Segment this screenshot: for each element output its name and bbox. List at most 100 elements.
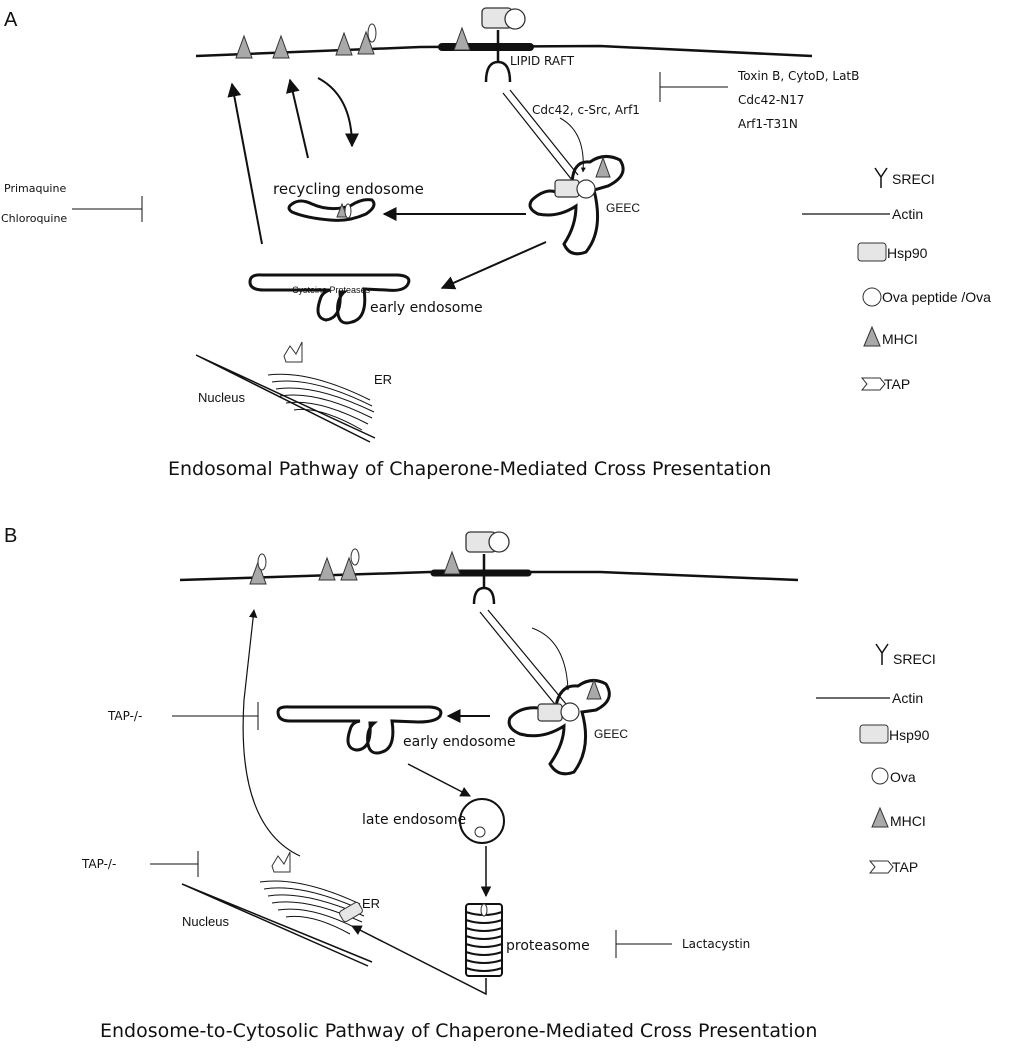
panel-b-title: Endosome-to-Cytosolic Pathway of Chapero… xyxy=(100,1020,817,1042)
inhibitor-toxin-label: Toxin B, CytoD, LatB xyxy=(737,69,859,83)
lactacystin-inhibitor-bar xyxy=(615,930,672,958)
legend-ova-a: Ova peptide /Ova xyxy=(882,289,991,305)
ova-icon xyxy=(576,179,596,199)
tap-inhibitor-bar-2 xyxy=(150,851,199,877)
arrow-up-2 xyxy=(286,78,309,159)
mhci-icon xyxy=(595,156,611,178)
ova-icon xyxy=(862,287,882,307)
nucleus-b xyxy=(181,883,373,967)
tap-inhibitor-label-1: TAP-/- xyxy=(107,709,142,723)
early-endosome-label-a: early endosome xyxy=(370,300,483,316)
legend-mhci-a: MHCI xyxy=(882,331,918,347)
arrow-proteasome-to-er xyxy=(351,925,487,996)
recycling-endosome-label: recycling endosome xyxy=(273,180,424,198)
late-endosome xyxy=(459,798,505,844)
tap-inhibitor-bar-1 xyxy=(172,702,259,730)
mhci-icon xyxy=(871,806,889,828)
mhci-icon xyxy=(272,34,290,59)
ova-icon xyxy=(344,203,352,219)
lactacystin-label: Lactacystin xyxy=(682,937,750,951)
lipid-raft-label: LIPID RAFT xyxy=(510,54,575,68)
geec-compartment-b xyxy=(507,679,611,776)
recycling-endosome xyxy=(287,198,376,222)
arrow-down-curve xyxy=(317,77,359,148)
mediators-label: Cdc42, c-Src, Arf1 xyxy=(532,103,640,117)
panel-a: A LIPID RAFT Toxin B, CytoD, LatB Cdc42-… xyxy=(1,7,991,480)
nucleus-label-b: Nucleus xyxy=(182,914,229,929)
ova-icon xyxy=(257,553,267,571)
legend-b: SRECI Actin Hsp90 Ova MHCI TAP xyxy=(816,643,936,875)
ova-icon xyxy=(871,767,889,785)
tap-inhibitor-label-2: TAP-/- xyxy=(81,857,116,871)
mhci-group-a xyxy=(235,26,471,59)
late-endosome-label: late endosome xyxy=(362,812,466,828)
mhci-icon xyxy=(453,26,471,51)
mediator-arrow xyxy=(559,117,586,173)
hsp90-icon xyxy=(857,242,887,262)
primaquine-inhibitor-bar xyxy=(72,196,143,222)
actin-lines-a xyxy=(502,89,579,181)
ova-icon xyxy=(367,23,377,43)
legend-hsp90-a: Hsp90 xyxy=(887,245,928,261)
mhci-icon xyxy=(235,34,253,59)
mhci-icon xyxy=(318,556,336,581)
tap-icon xyxy=(860,377,886,391)
legend-actin-a: Actin xyxy=(892,206,923,222)
hsp90-icon xyxy=(859,724,889,744)
legend-tap-b: TAP xyxy=(892,859,918,875)
ova-icon xyxy=(504,8,526,30)
inhibitor-arf1-label: Arf1-T31N xyxy=(738,117,798,131)
geec-label-a: GEEC xyxy=(606,201,640,215)
mhci-icon xyxy=(586,678,602,700)
ova-icon xyxy=(488,531,510,553)
legend-ova-b: Ova xyxy=(890,769,916,785)
mhci-icon xyxy=(863,325,881,347)
ova-icon xyxy=(560,702,580,722)
mhci-group-b xyxy=(249,550,461,585)
mhci-icon xyxy=(249,560,267,585)
er-a xyxy=(267,373,375,431)
mhci-icon xyxy=(336,202,348,218)
chloroquine-label: Chloroquine xyxy=(1,212,67,225)
inhibitor-cdc42-label: Cdc42-N17 xyxy=(738,93,804,107)
sreci-icon xyxy=(874,167,888,188)
nucleus-label-a: Nucleus xyxy=(198,390,245,405)
hsp90-icon xyxy=(554,179,580,198)
legend-mhci-b: MHCI xyxy=(890,813,926,829)
legend-sreci-b: SRECI xyxy=(893,651,936,667)
sreci-receptor-icon xyxy=(484,30,512,83)
sreci-receptor-icon xyxy=(472,554,496,605)
sreci-icon xyxy=(875,643,889,665)
panel-a-label: A xyxy=(4,9,18,31)
legend-actin-b: Actin xyxy=(892,690,923,706)
tap-icon xyxy=(868,860,894,874)
arrow-er-to-membrane xyxy=(242,609,301,857)
tap-icon xyxy=(283,341,303,363)
mediator-arrow-b xyxy=(531,627,571,691)
early-endosome-a xyxy=(248,273,411,325)
legend-a: SRECI Actin Hsp90 Ova peptide /Ova MHCI … xyxy=(802,167,991,392)
er-label-a: ER xyxy=(374,372,392,387)
ova-icon xyxy=(474,826,486,838)
early-endosome-b xyxy=(276,705,443,755)
ova-icon xyxy=(350,548,360,566)
mhci-icon xyxy=(335,31,353,56)
arrow-geec-to-early xyxy=(440,241,547,290)
mhci-icon xyxy=(340,556,358,581)
cysteine-proteases-label: Cysteine Proteases xyxy=(292,285,371,295)
hsp90-icon xyxy=(537,703,563,722)
proteasome-label: proteasome xyxy=(506,938,590,954)
arrow-up-1 xyxy=(227,82,263,245)
legend-hsp90-b: Hsp90 xyxy=(889,727,930,743)
geec-compartment-a xyxy=(528,155,625,256)
nucleus-a xyxy=(195,354,376,443)
panel-b: B GEEC early endosome TAP-/- xyxy=(4,525,936,1042)
arrow-early-to-late xyxy=(407,763,471,797)
primaquine-label: Primaquine xyxy=(4,182,66,195)
legend-sreci-a: SRECI xyxy=(892,171,935,187)
mhci-icon xyxy=(357,30,375,55)
actin-lines-b xyxy=(479,609,567,709)
legend-tap-a: TAP xyxy=(884,376,910,392)
inhibitor-bar-a xyxy=(659,72,728,102)
